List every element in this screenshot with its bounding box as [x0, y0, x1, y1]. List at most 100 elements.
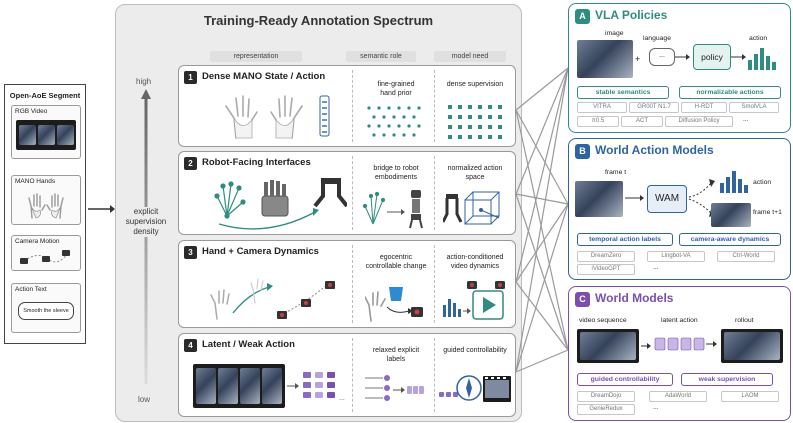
model-tag: VITRA	[577, 102, 627, 113]
mano-mesh-hands-icon	[225, 95, 330, 139]
model-tag: Ctrl-World	[717, 251, 775, 262]
vla-policies-panel: A VLA Policies image + language ... poli…	[568, 3, 791, 133]
model-tag: SmolVLA	[729, 102, 779, 113]
model-tag: DreamZero	[577, 251, 635, 262]
annotation-spectrum-panel: Training-Ready Annotation Spectrum repre…	[115, 4, 522, 422]
frame-t-label: frame t	[605, 169, 627, 176]
mano-hands-card: MANO Hands	[11, 175, 81, 225]
compass-film-icon	[439, 375, 511, 402]
model-need-text: guided controllability	[443, 347, 507, 354]
panel-title: World Models	[595, 291, 674, 305]
row-number: 3	[184, 246, 197, 259]
action-label: action	[753, 179, 772, 186]
image-label: image	[605, 30, 624, 37]
more-tags: ...	[743, 116, 749, 123]
rollout-label: rollout	[735, 317, 754, 324]
pill-weak-supervision: weak supervision	[681, 373, 773, 386]
language-label: language	[643, 35, 671, 42]
row-latent-weak-action: 4 Latent / Weak Action ... relaxed expli…	[178, 333, 516, 417]
sparse-dot-grid-icon	[367, 106, 421, 137]
model-tag: LAOM	[721, 391, 779, 402]
camera-motion-label: Camera Motion	[15, 238, 60, 245]
speech-bubble: Smooth the sleeve	[18, 302, 74, 320]
video-filmstrip	[16, 120, 76, 150]
row-title: Robot-Facing Interfaces	[202, 157, 311, 168]
mano-hands-label: MANO Hands	[15, 178, 56, 185]
more-tags: ...	[653, 404, 659, 411]
world-action-models-panel: B World Action Models frame t WAM action…	[568, 138, 791, 280]
model-tag: H-RDT	[681, 102, 727, 113]
latent-token-chain-icon	[654, 337, 717, 351]
model-tag: GenieRedux	[577, 404, 635, 415]
action-text-card: Action Text Smooth the sleeve	[11, 283, 81, 333]
pill-normalizable-actions: normalizable actions	[679, 86, 781, 99]
latent-action-label: latent action	[661, 317, 698, 324]
plus-sign: +	[635, 54, 641, 64]
vla-input-image	[577, 40, 633, 78]
vla-action-bars-icon	[748, 48, 776, 70]
spectrum-title: Training-Ready Annotation Spectrum	[203, 13, 434, 28]
wam-box: WAM	[647, 185, 687, 213]
panel-badge: A	[575, 9, 590, 24]
action-text-label: Action Text	[15, 286, 47, 293]
column-header-representation: representation	[210, 51, 302, 62]
svg-text:...: ...	[339, 395, 345, 402]
pill-temporal-action-labels: temporal action labels	[577, 233, 673, 246]
to-wam-arrow	[625, 195, 644, 201]
model-tag: ACT	[621, 116, 663, 127]
hand-robot-bridge-icon	[362, 190, 423, 229]
panel-badge: C	[575, 292, 590, 307]
panel-title: World Action Models	[595, 143, 714, 157]
action-video-play-icon	[443, 281, 505, 320]
row-number: 1	[184, 71, 197, 84]
video-sequence-label: video sequence	[579, 317, 627, 324]
frame-t1-label: frame t+1	[753, 209, 782, 216]
rgb-video-label: RGB Video	[15, 108, 48, 115]
to-latent-arrow	[641, 343, 651, 349]
segment-title: Open-AoE Segment	[9, 91, 81, 100]
hand-camera-trajectory-icon	[210, 278, 335, 320]
hand-cup-camera-icon	[365, 287, 423, 322]
rollout-frames	[721, 329, 783, 363]
model-tag: AdaWorld	[649, 391, 707, 402]
column-header-model-need: model need	[434, 51, 506, 62]
column-header-semantic-role: semantic role	[346, 51, 416, 62]
row-number: 2	[184, 157, 197, 170]
dense-dot-grid-icon	[448, 105, 502, 139]
model-tag: DreamDojo	[577, 391, 635, 402]
axis-high-label: high	[136, 77, 152, 86]
pill-camera-aware-dynamics: camera-aware dynamics	[679, 233, 781, 246]
model-tag: π0.5	[577, 116, 619, 127]
model-need-text: dense supervision	[446, 81, 504, 88]
axis-low-label: low	[138, 395, 151, 404]
row-dense-mano: 1 Dense MANO State / Action fine-grained…	[178, 65, 516, 147]
model-tag: Lingbot-VA	[647, 251, 705, 262]
row-robot-facing: 2 Robot-Facing Interfaces bridge to robo…	[178, 151, 516, 235]
action-label: action	[749, 35, 768, 42]
panel-title: VLA Policies	[595, 8, 668, 22]
segment-to-spectrum-arrow	[88, 205, 115, 213]
camera-path-icon	[20, 250, 70, 264]
open-aoe-segment-panel: Open-AoE Segment RGB Video MANO Hands Ca…	[4, 84, 86, 344]
latent-video-filmstrip	[193, 364, 285, 408]
row-number: 4	[184, 339, 197, 352]
mano-hands-icon	[28, 193, 64, 219]
row-title: Latent / Weak Action	[202, 339, 295, 350]
policy-box: policy	[693, 44, 731, 70]
language-bubble: ...	[649, 48, 675, 66]
pill-guided-controllability: guided controllability	[577, 373, 673, 386]
row-title: Dense MANO State / Action	[202, 71, 326, 82]
more-tags: ...	[653, 264, 659, 271]
rgb-video-card: RGB Video	[11, 105, 81, 159]
camera-motion-card: Camera Motion	[11, 235, 81, 271]
frame-t-image	[575, 181, 623, 217]
to-policy-arrow	[675, 54, 690, 60]
action-space-cube-icon	[443, 191, 500, 225]
latent-token-stack-icon: ...	[287, 372, 345, 402]
